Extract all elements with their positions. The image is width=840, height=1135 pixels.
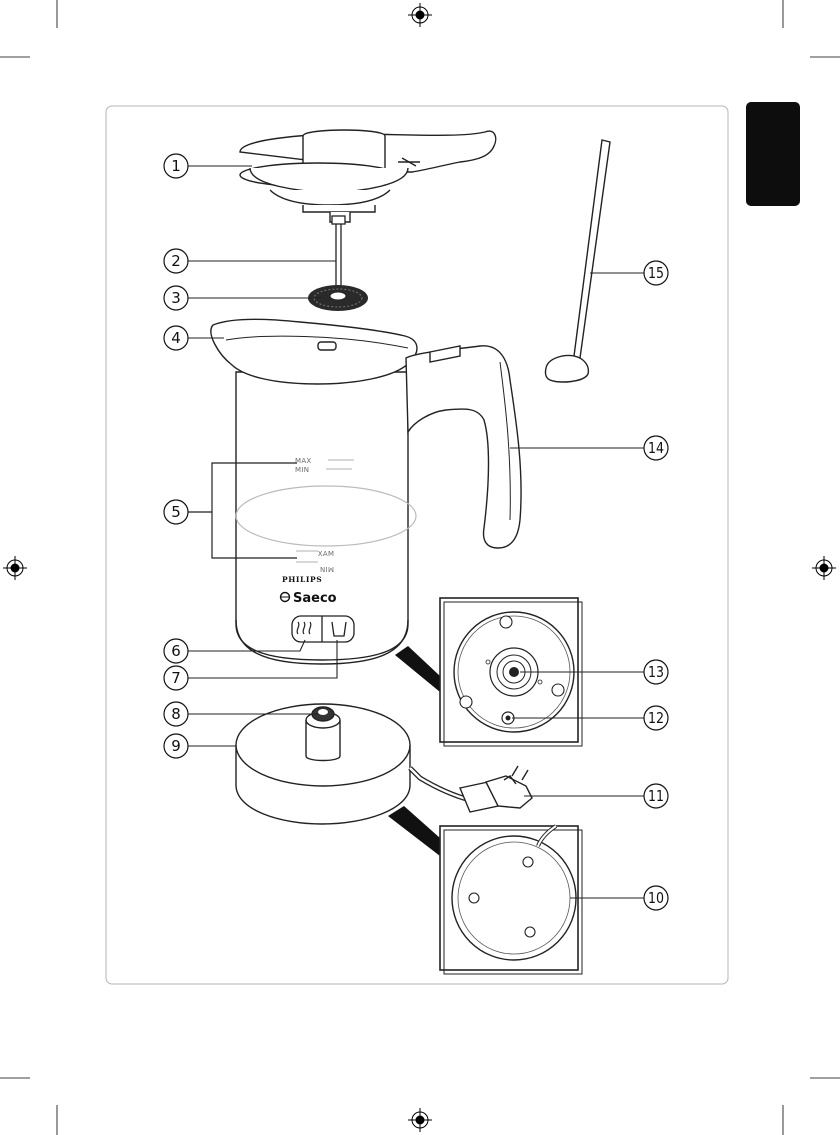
callout-15: 15 bbox=[644, 261, 668, 285]
registration-mark-bottom bbox=[408, 1108, 432, 1132]
registration-mark-right bbox=[812, 556, 836, 580]
callout-label: 1 bbox=[171, 157, 181, 175]
registration-mark-left bbox=[3, 556, 27, 580]
callout-label: 8 bbox=[171, 705, 181, 723]
diagram-frame bbox=[106, 106, 728, 984]
detail-connector-bottom bbox=[388, 806, 440, 856]
stirring-spoon bbox=[545, 140, 610, 382]
callout-label: 5 bbox=[171, 503, 181, 521]
callout-label: 9 bbox=[171, 737, 181, 755]
callout-label: 11 bbox=[648, 787, 664, 805]
power-cord bbox=[410, 766, 532, 812]
detail-connector-top bbox=[395, 646, 440, 692]
callout-11: 11 bbox=[644, 784, 668, 808]
callout-2: 2 bbox=[164, 249, 188, 273]
callout-label: 7 bbox=[171, 669, 181, 687]
base bbox=[236, 704, 410, 824]
brand-saeco: Saeco bbox=[293, 591, 337, 606]
callout-label: 10 bbox=[648, 889, 664, 907]
callout-4: 4 bbox=[164, 326, 188, 350]
control-buttons bbox=[292, 616, 354, 642]
callout-8: 8 bbox=[164, 702, 188, 726]
callout-1: 1 bbox=[164, 154, 188, 178]
registration-mark-top bbox=[408, 3, 432, 27]
lower-min-mark: MIN bbox=[320, 565, 334, 573]
callout-13: 13 bbox=[644, 660, 668, 684]
callout-5: 5 bbox=[164, 500, 188, 524]
callout-label: 3 bbox=[171, 289, 181, 307]
brand-philips: PHILIPS bbox=[282, 575, 322, 584]
lower-max-mark: MAX bbox=[317, 550, 334, 558]
callout-14: 14 bbox=[644, 436, 668, 460]
whisk-shaft bbox=[332, 216, 345, 288]
callout-label: 15 bbox=[648, 264, 664, 282]
upper-max-mark: MAX bbox=[295, 457, 312, 465]
callout-label: 6 bbox=[171, 642, 181, 660]
callout-12: 12 bbox=[644, 706, 668, 730]
callout-label: 14 bbox=[648, 439, 664, 457]
callout-label: 13 bbox=[648, 663, 664, 681]
callout-10: 10 bbox=[644, 886, 668, 910]
upper-min-mark: MIN bbox=[295, 466, 309, 474]
callout-3: 3 bbox=[164, 286, 188, 310]
callout-6: 6 bbox=[164, 639, 188, 663]
callout-9: 9 bbox=[164, 734, 188, 758]
lid bbox=[240, 130, 496, 222]
jug bbox=[211, 319, 417, 664]
callout-label: 12 bbox=[648, 709, 664, 727]
jug-handle bbox=[406, 346, 521, 548]
callout-label: 4 bbox=[171, 329, 181, 347]
underside-base-detail bbox=[440, 826, 582, 974]
language-tab bbox=[746, 102, 800, 206]
callout-label: 2 bbox=[171, 252, 181, 270]
callout-7: 7 bbox=[164, 666, 188, 690]
